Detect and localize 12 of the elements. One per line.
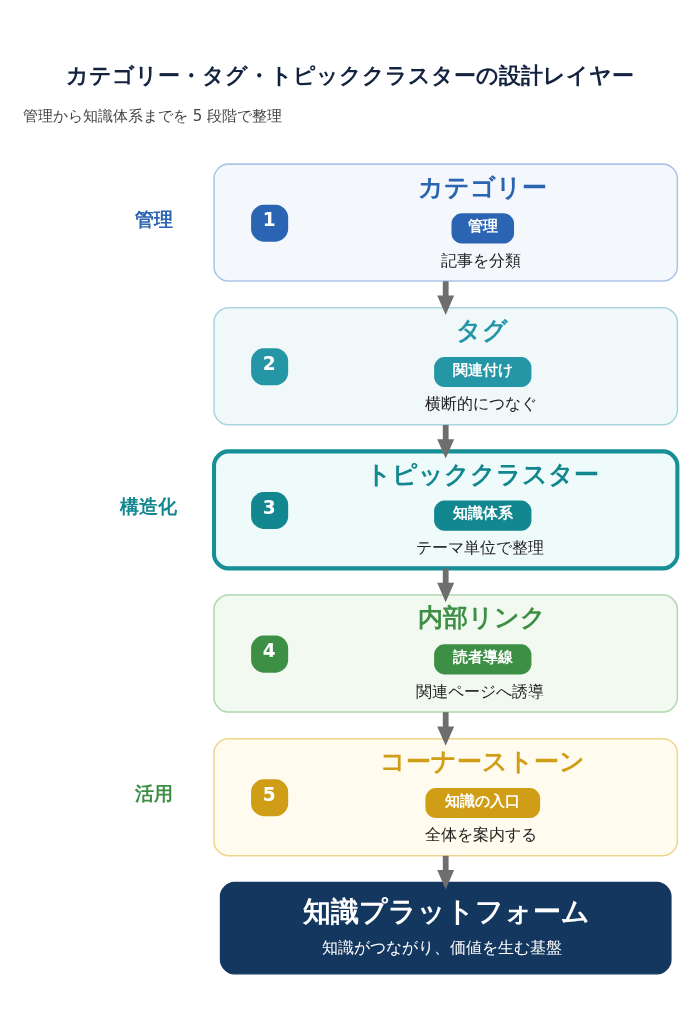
label: 構造化 <box>119 495 177 517</box>
diagram-title: カテゴリー・タグ・トピッククラスターの設計レイヤー <box>65 62 634 88</box>
node-box: 4 内部リンク 読者導線 関連ページへ誘導 <box>212 593 678 713</box>
node-box: 3 トピッククラスター 知識体系 テーマ単位で整理 <box>211 448 679 570</box>
label: 活用 <box>134 782 173 804</box>
node-box: 1 カテゴリー 管理 記事を分類 <box>212 162 678 282</box>
arrow <box>436 280 454 315</box>
node-box: 2 タグ 関連付け 横断的につなぐ <box>212 306 678 425</box>
label: 管理から知識体系までを 5 段階で整理 <box>22 106 282 125</box>
node-box: 知識プラットフォーム 知識がつながり、価値を生む基盤 <box>219 881 672 974</box>
node-box: 5 コーナーストーン 知識の入口 全体を案内する <box>212 737 678 856</box>
label: 管理 <box>134 208 173 230</box>
